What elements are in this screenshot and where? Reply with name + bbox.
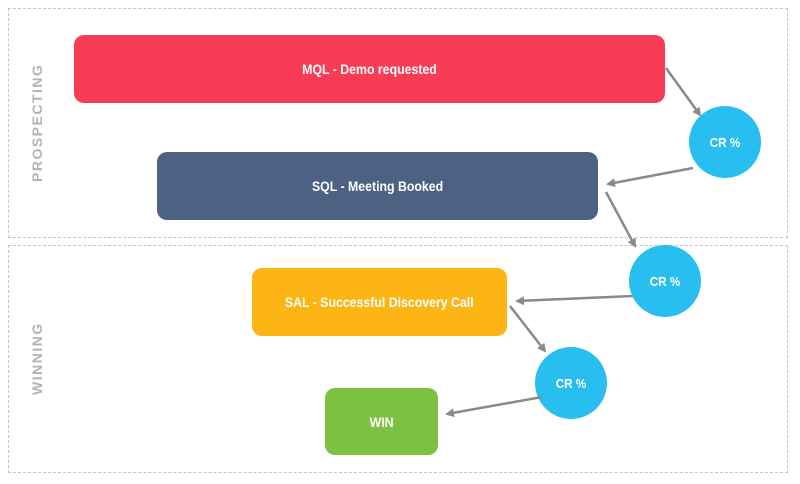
conversion-node-label: CR % [555,375,587,391]
stage-sql: SQL - Meeting Booked [157,152,598,220]
stage-win: WIN [325,388,438,455]
stage-sal: SAL - Successful Discovery Call [252,268,507,336]
stage-mql-label: MQL - Demo requested [302,61,437,77]
stage-win-label: WIN [369,413,394,430]
section-label-prospecting: PROSPECTING [29,63,45,183]
stage-sql-label: SQL - Meeting Booked [311,178,444,194]
stage-mql: MQL - Demo requested [74,35,665,103]
stage-sal-label: SAL - Successful Discovery Call [285,294,474,310]
conversion-node-sql-sal: CR % [629,245,701,317]
conversion-node-mql-sql: CR % [689,106,761,178]
conversion-node-sal-win: CR % [535,347,607,419]
section-label-winning: WINNING [29,322,45,396]
conversion-node-label: CR % [649,273,681,289]
conversion-node-label: CR % [709,134,741,150]
